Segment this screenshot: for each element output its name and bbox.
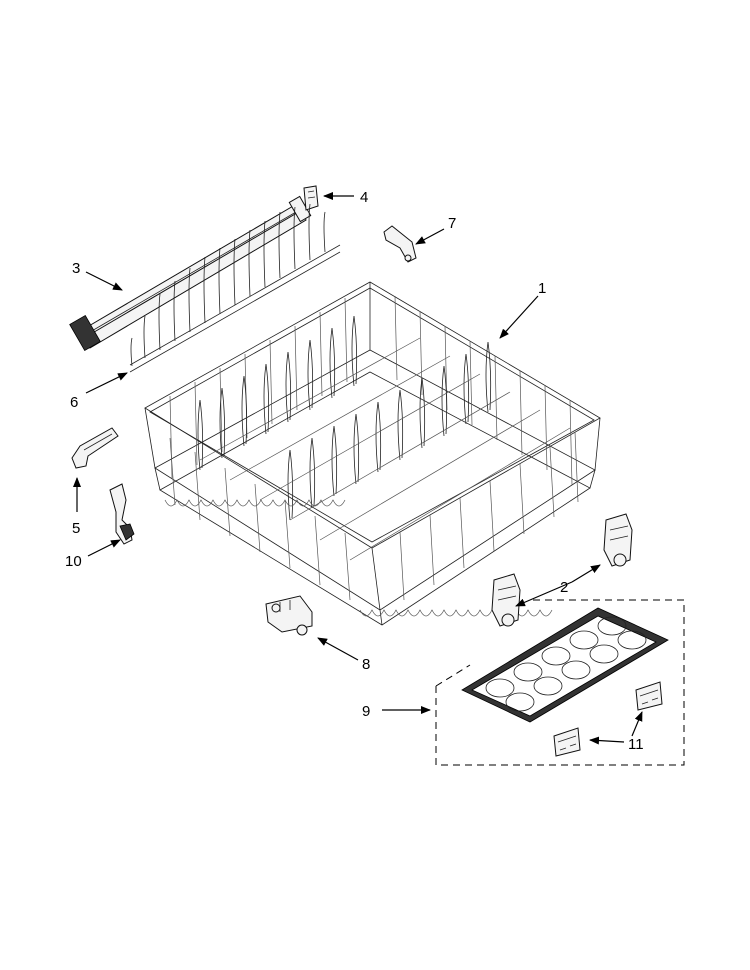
callout-labels: 1 2 3 4 5 6 7 8 9 10 11 bbox=[65, 189, 644, 753]
leader-1 bbox=[499, 295, 539, 339]
rack-tray-kit bbox=[435, 599, 685, 766]
callout-6: 6 bbox=[70, 394, 78, 411]
latch-part bbox=[109, 483, 135, 545]
tine-row-part bbox=[129, 203, 341, 373]
callout-5: 5 bbox=[72, 520, 80, 537]
leader-lines bbox=[73, 192, 643, 745]
callout-9: 9 bbox=[362, 703, 370, 720]
leader-11a bbox=[589, 736, 625, 745]
adjuster-part-lower bbox=[491, 573, 521, 627]
leader-6 bbox=[85, 372, 128, 394]
leader-10 bbox=[87, 539, 121, 557]
leader-11b bbox=[631, 711, 643, 737]
clip-part bbox=[383, 225, 417, 263]
adjuster-part-upper bbox=[603, 513, 633, 567]
callout-10: 10 bbox=[65, 553, 82, 570]
leader-8 bbox=[317, 637, 359, 661]
tray-clip-part-b bbox=[635, 681, 663, 711]
callout-3: 3 bbox=[72, 260, 80, 277]
callout-4: 4 bbox=[360, 189, 368, 206]
callout-8: 8 bbox=[362, 656, 370, 673]
bracket-part bbox=[71, 427, 119, 469]
tray-clip-part-a bbox=[553, 727, 581, 757]
callout-1: 1 bbox=[538, 280, 546, 297]
leader-2a bbox=[515, 581, 573, 607]
leader-7 bbox=[415, 228, 445, 245]
leader-2b bbox=[571, 564, 601, 583]
leader-3 bbox=[85, 271, 123, 291]
wheel-carrier-part bbox=[265, 595, 313, 636]
callout-7: 7 bbox=[448, 215, 456, 232]
rail-end-cap-part bbox=[303, 185, 319, 211]
callout-2: 2 bbox=[560, 579, 568, 596]
dish-rack-part bbox=[144, 281, 601, 626]
slide-rail-part bbox=[69, 195, 312, 352]
callout-11: 11 bbox=[628, 736, 644, 753]
